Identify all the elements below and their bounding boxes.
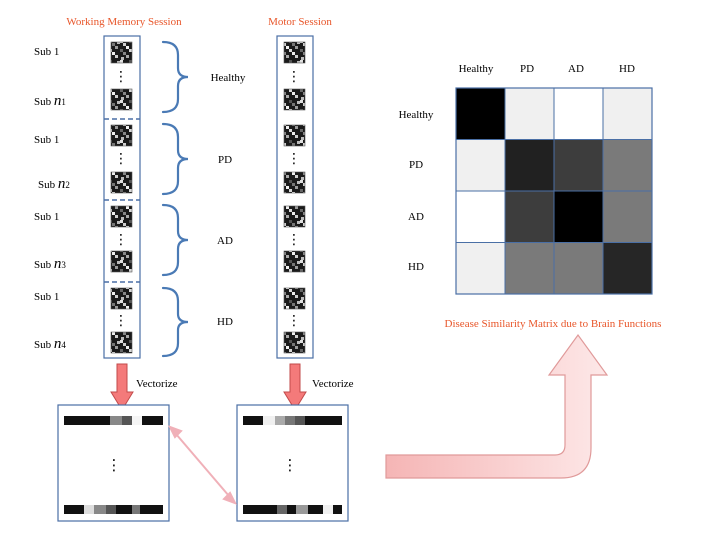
motor-thumb	[283, 205, 306, 228]
matrix-row-labels: Healthy PD AD HD	[399, 109, 434, 273]
subject-labels: Sub 1 Sub n1 Sub 1 Sub n2 Sub 1 Sub n3 S…	[34, 46, 70, 352]
motor-thumb	[283, 171, 306, 194]
row-label: AD	[408, 211, 424, 223]
sub-last-label: Sub n2	[38, 176, 70, 192]
matrix-cell	[553, 190, 604, 243]
brace-pd	[161, 122, 189, 196]
wm-ellipsis: ⋮	[114, 232, 128, 248]
matrix-cell	[455, 139, 506, 192]
motor-thumbnails	[283, 41, 306, 354]
down-arrow-motor	[283, 363, 307, 411]
row-label: Healthy	[399, 109, 434, 121]
row-label: HD	[408, 261, 424, 273]
matrix-cell	[504, 242, 555, 295]
comparison-arrow	[167, 425, 238, 505]
motor-thumb	[283, 41, 306, 64]
motor-thumb	[283, 124, 306, 147]
motor-thumb	[283, 287, 306, 310]
wm-thumb	[110, 287, 133, 310]
group-label-hd: HD	[217, 316, 233, 328]
col-label: Healthy	[459, 63, 494, 75]
sub-last-label: Sub n3	[34, 256, 66, 272]
group-label-pd: PD	[218, 154, 232, 166]
wm-thumb	[110, 331, 133, 354]
matrix-cell	[455, 87, 506, 140]
working-memory-thumbnails	[110, 41, 133, 354]
group-label-ad: AD	[217, 235, 233, 247]
wm-vector-ellipsis: ⋮	[107, 456, 122, 474]
matrix-cell	[504, 87, 555, 140]
col-label: HD	[619, 63, 635, 75]
motor-session-title: Motor Session	[268, 16, 332, 28]
motor-thumb	[283, 331, 306, 354]
wm-vector-strips	[64, 416, 163, 514]
group-separators	[104, 118, 140, 283]
brace-healthy	[161, 40, 189, 114]
wm-ellipsis: ⋮	[114, 151, 128, 167]
wm-thumb	[110, 205, 133, 228]
matrix-title: Disease Similarity Matrix due to Brain F…	[445, 318, 662, 330]
matrix-cell	[602, 139, 653, 192]
curved-arrow	[385, 333, 609, 479]
motor-ellipsis: ⋮	[287, 232, 301, 248]
motor-thumb	[283, 250, 306, 273]
matrix-cell	[553, 139, 604, 192]
brace-hd	[161, 286, 189, 358]
sub-first-label: Sub 1	[34, 291, 59, 303]
vectorize-label-motor: Vectorize	[312, 378, 354, 390]
wm-thumb	[110, 88, 133, 111]
sub-first-label: Sub 1	[34, 46, 59, 58]
motor-thumb	[283, 88, 306, 111]
sub-first-label: Sub 1	[34, 134, 59, 146]
matrix-cell	[504, 139, 555, 192]
wm-thumb	[110, 41, 133, 64]
sub-last-label: Sub n4	[34, 336, 66, 352]
matrix-cell	[602, 87, 653, 140]
vectorize-arrows	[110, 363, 307, 411]
matrix-cell	[504, 190, 555, 243]
wm-ellipsis: ⋮	[114, 69, 128, 85]
col-label: AD	[568, 63, 584, 75]
group-label-healthy: Healthy	[211, 72, 246, 84]
group-labels: Healthy PD AD HD	[211, 72, 246, 328]
wm-thumb	[110, 124, 133, 147]
motor-ellipsis: ⋮	[287, 313, 301, 329]
col-label: PD	[520, 63, 534, 75]
group-braces	[161, 40, 189, 358]
matrix-cell	[602, 190, 653, 243]
similarity-matrix	[455, 87, 653, 295]
matrix-cell	[455, 190, 506, 243]
matrix-cell	[553, 87, 604, 140]
down-arrow-wm	[110, 363, 134, 411]
working-memory-title: Working Memory Session	[66, 16, 182, 28]
matrix-cell	[553, 242, 604, 295]
matrix-cell	[455, 242, 506, 295]
motor-vector-strips	[243, 416, 342, 514]
vectorize-label-wm: Vectorize	[136, 378, 178, 390]
sub-last-label: Sub n1	[34, 93, 66, 109]
brace-ad	[161, 203, 189, 277]
row-label: PD	[409, 159, 423, 171]
motor-ellipsis: ⋮	[287, 69, 301, 85]
matrix-cell	[602, 242, 653, 295]
motor-vector-ellipsis: ⋮	[283, 456, 298, 474]
wm-thumb	[110, 250, 133, 273]
wm-thumb	[110, 171, 133, 194]
matrix-col-labels: Healthy PD AD HD	[459, 63, 635, 75]
matrix-frame	[455, 87, 653, 295]
sub-first-label: Sub 1	[34, 211, 59, 223]
wm-ellipsis: ⋮	[114, 313, 128, 329]
motor-ellipsis: ⋮	[287, 151, 301, 167]
